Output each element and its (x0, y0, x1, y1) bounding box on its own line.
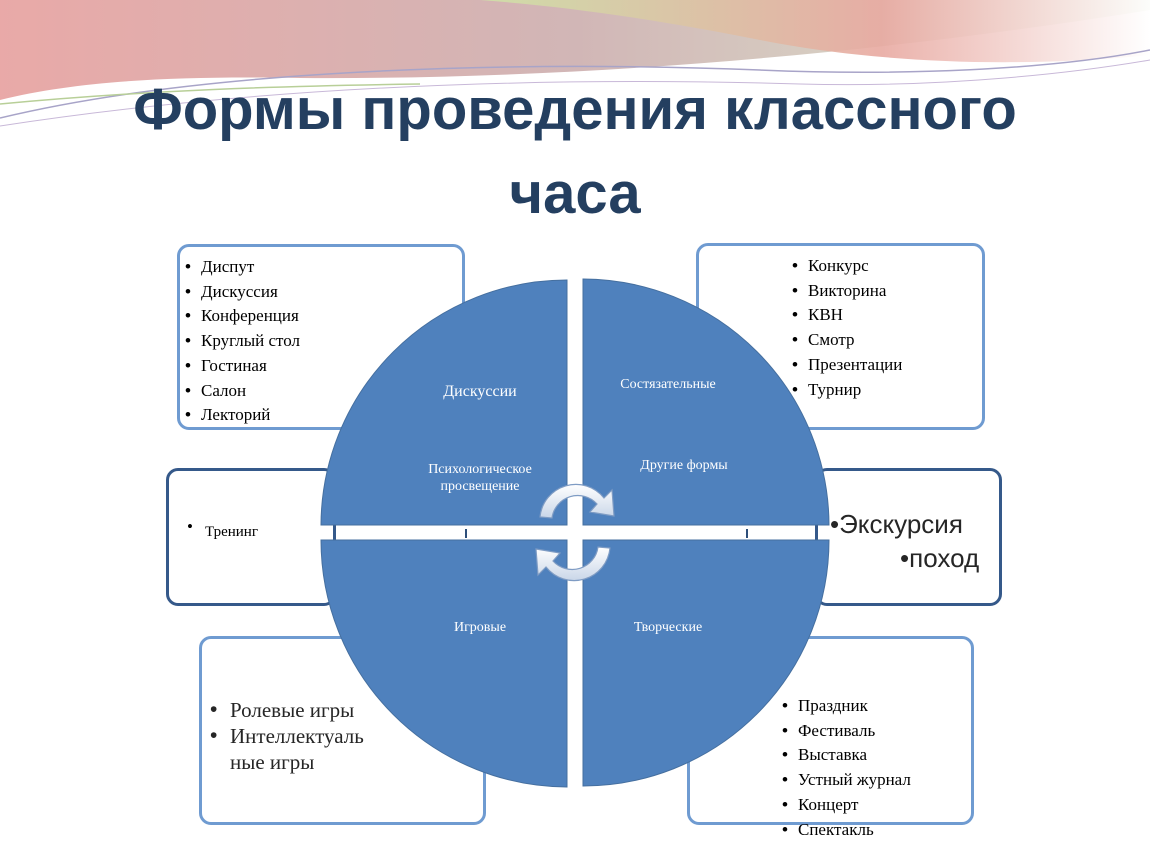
list-item: Диспут (183, 255, 300, 280)
list-item: Устный журнал (780, 768, 911, 793)
quadrant-top-left (320, 279, 568, 526)
list-discussions: Диспут Дискуссия Конференция Круглый сто… (183, 255, 300, 428)
list-item: Праздник (780, 694, 911, 719)
hike-item: •поход (900, 543, 980, 573)
list-games: Ролевые игры Интеллектуаль ные игры (208, 697, 378, 775)
quadrant-label-games: Игровые (453, 620, 507, 635)
list-item: Конкурс (790, 254, 902, 279)
cycle-arrows-icon (535, 483, 615, 582)
list-item: Гостиная (183, 354, 300, 379)
list-item: Викторина (790, 279, 902, 304)
quadrant-bottom-left (320, 539, 568, 788)
list-item: Смотр (790, 328, 902, 353)
list-item: Интеллектуаль ные игры (208, 723, 378, 775)
box-top-left: Диспут Дискуссия Конференция Круглый сто… (177, 244, 465, 430)
list-item: Фестиваль (780, 719, 911, 744)
training-item: Тренинг (205, 524, 258, 540)
list-item: Круглый стол (183, 329, 300, 354)
tick-left (465, 529, 467, 538)
excursion-item: •Экскурсия (830, 509, 963, 539)
quadrant-label-discussions: Дискуссии (443, 383, 517, 400)
list-item: Ролевые игры (208, 697, 378, 723)
quadrant-sub-other-forms: Другие формы (640, 458, 728, 473)
box-middle-left: • Тренинг (166, 468, 336, 606)
bullet: • (187, 517, 193, 536)
quadrant-bottom-right (582, 539, 830, 787)
list-item: Спектакль (780, 818, 911, 843)
list-item: Выставка (780, 743, 911, 768)
title-line-1: Формы проведения классного (133, 77, 1017, 142)
quadrant-top-right (582, 278, 830, 526)
box-middle-right: •Экскурсия •поход (815, 468, 1002, 606)
list-creative: Праздник Фестиваль Выставка Устный журна… (780, 694, 911, 842)
quadrant-label-creative: Творческие (633, 620, 703, 635)
tick-right (746, 529, 748, 538)
list-item: Турнир (790, 378, 902, 403)
list-item: КВН (790, 303, 902, 328)
quadrant-label-competitive: Состязательные (620, 377, 716, 392)
list-competitive: Конкурс Викторина КВН Смотр Презентации … (790, 254, 902, 402)
list-item: Салон (183, 379, 300, 404)
title-line-2: часа (509, 161, 641, 226)
list-item: Лекторий (183, 403, 300, 428)
decorative-banner (0, 0, 1150, 127)
list-item: Конференция (183, 304, 300, 329)
list-item: Презентации (790, 353, 902, 378)
list-item: Концерт (780, 793, 911, 818)
list-item: Дискуссия (183, 280, 300, 305)
page-title: Формы проведения классного часа (0, 68, 1150, 236)
